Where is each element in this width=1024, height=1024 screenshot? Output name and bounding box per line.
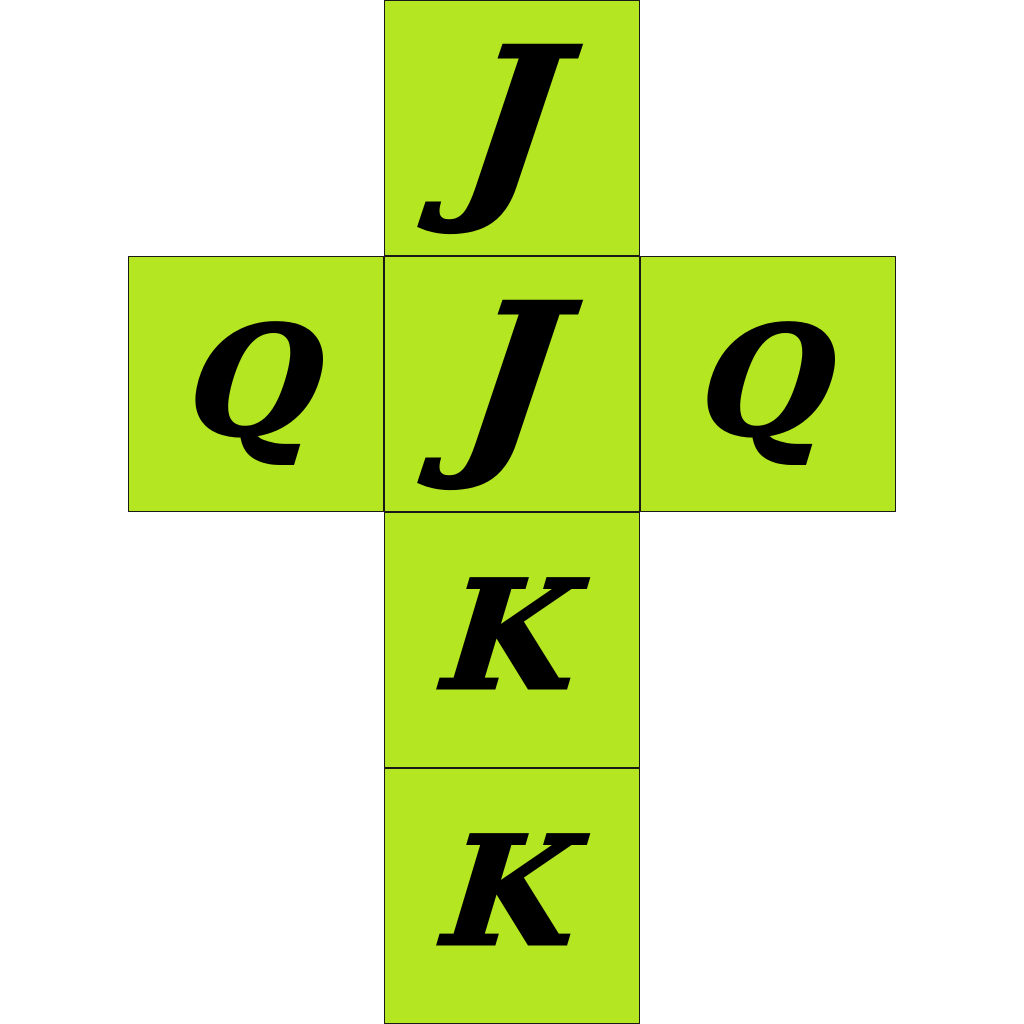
face-letter: Q bbox=[692, 293, 844, 472]
face-letter: K bbox=[436, 803, 588, 982]
face-below-center: K bbox=[384, 512, 640, 768]
face-left: Q bbox=[128, 256, 384, 512]
face-letter: K bbox=[436, 547, 588, 726]
face-letter: J bbox=[447, 3, 578, 241]
face-center: J bbox=[384, 256, 640, 512]
face-letter: Q bbox=[180, 293, 332, 472]
face-bottom: K bbox=[384, 768, 640, 1024]
face-top: J bbox=[384, 0, 640, 256]
face-right: Q bbox=[640, 256, 896, 512]
face-letter: J bbox=[447, 259, 578, 497]
